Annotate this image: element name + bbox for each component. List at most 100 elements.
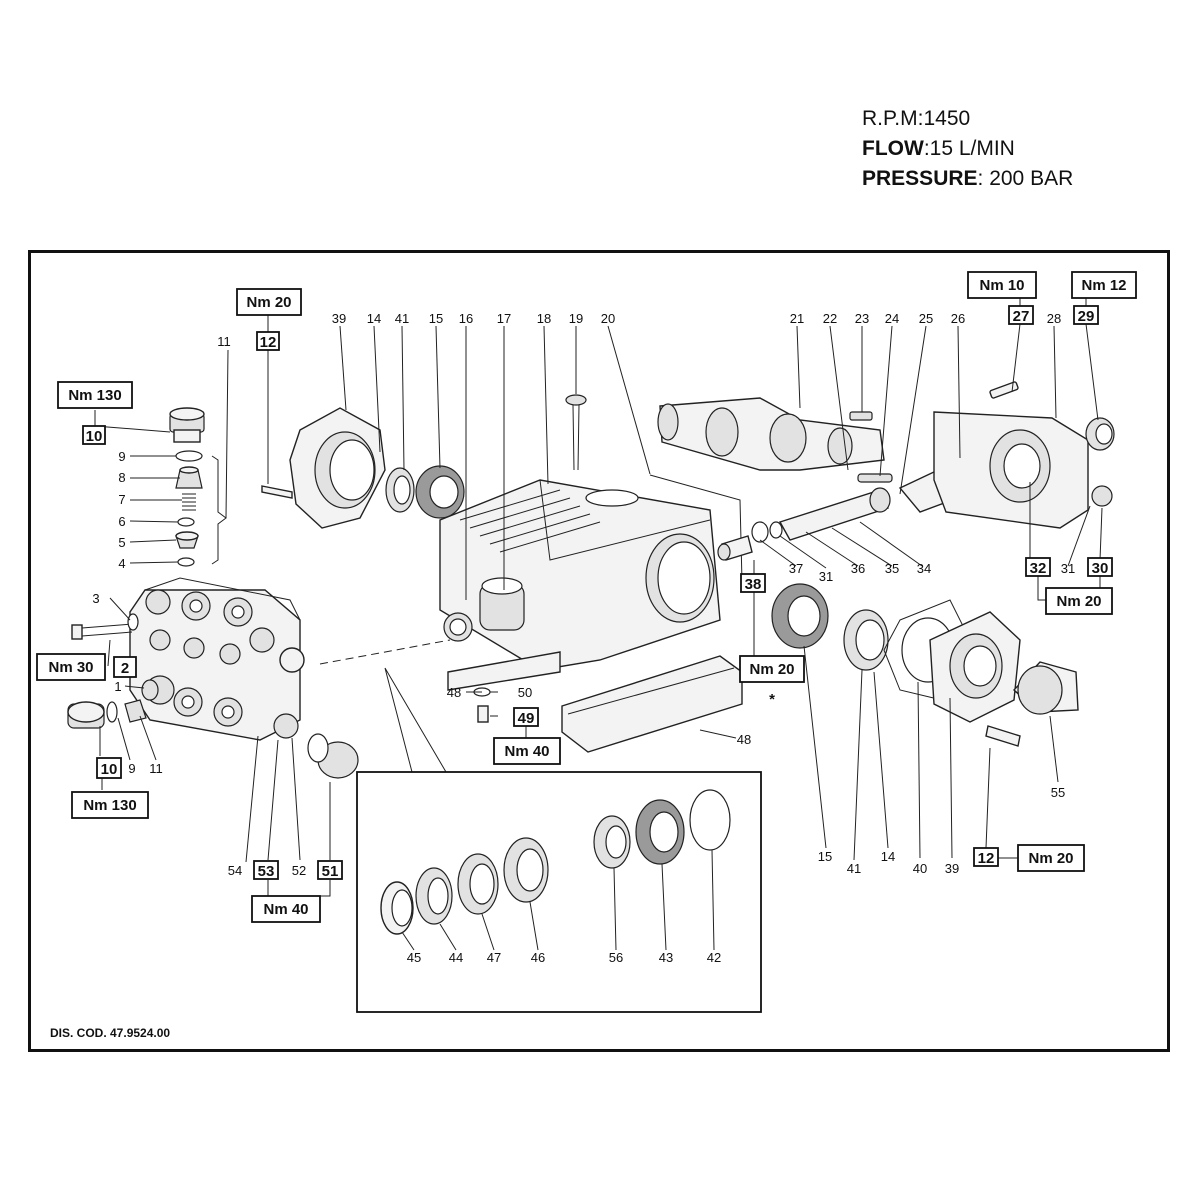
valve-stack-drawing: [169, 349, 229, 567]
part-number: 35: [885, 561, 899, 576]
part-number: 38: [745, 576, 762, 593]
torque-value: Nm 130: [83, 797, 136, 814]
part-number: 39: [945, 861, 959, 876]
torque-value: Nm 30: [48, 659, 93, 676]
part-number: 9: [118, 449, 125, 464]
part-number: 48: [737, 732, 751, 747]
part-number: 34: [917, 561, 931, 576]
torque-value: Nm 12: [1081, 277, 1126, 294]
torque-value: Nm 10: [979, 277, 1024, 294]
torque-value: Nm 40: [263, 901, 308, 918]
part-number: 15: [818, 849, 832, 864]
part-number: 46: [531, 950, 545, 965]
crankcase-drawing: [261, 394, 743, 773]
part-number-box: [740, 573, 766, 593]
part-number: 12: [978, 850, 995, 867]
manifold-head-drawing: [67, 577, 359, 779]
part-number: 41: [395, 311, 409, 326]
part-number: 21: [790, 311, 804, 326]
part-number: 12: [260, 334, 277, 351]
part-number: 5: [118, 535, 125, 550]
part-number: 19: [569, 311, 583, 326]
part-number: 40: [913, 861, 927, 876]
torque-value: Nm 20: [246, 294, 291, 311]
part-number-box: [1073, 305, 1099, 325]
part-number: 4: [118, 556, 125, 571]
torque-box: [1017, 844, 1085, 872]
part-number: 43: [659, 950, 673, 965]
part-number: 17: [497, 311, 511, 326]
part-number: 30: [1092, 560, 1109, 577]
part-number: 50: [518, 685, 532, 700]
pump-specifications: R.P.M:1450 FLOW:15 L/MIN PRESSURE: 200 B…: [862, 104, 1073, 194]
part-number: 3: [92, 591, 99, 606]
part-number: 6: [118, 514, 125, 529]
part-number: 9: [128, 761, 135, 776]
part-number-box: [96, 757, 122, 779]
torque-value: Nm 20: [1056, 593, 1101, 610]
part-number: 28: [1047, 311, 1061, 326]
right-bearing-group-drawing: [771, 583, 1079, 747]
part-number: 31: [1061, 561, 1075, 576]
part-number: 56: [609, 950, 623, 965]
part-number-box: [973, 847, 999, 867]
part-number: 48: [447, 685, 461, 700]
part-number-box: [317, 860, 343, 880]
part-number-box: [513, 707, 539, 727]
part-number: 16: [459, 311, 473, 326]
asterisk-mark: *: [769, 691, 775, 708]
part-number: 31: [819, 569, 833, 584]
torque-box: [967, 271, 1037, 299]
part-number: 18: [537, 311, 551, 326]
torque-box: [57, 381, 133, 409]
part-number-box: [82, 425, 106, 445]
torque-value: Nm 130: [68, 387, 121, 404]
part-number: 52: [292, 863, 306, 878]
part-number: 44: [449, 950, 463, 965]
part-number: 11: [149, 761, 163, 776]
part-number-box: [1008, 305, 1034, 325]
part-number: 51: [322, 863, 339, 880]
part-number: 25: [919, 311, 933, 326]
torque-box: [1071, 271, 1137, 299]
seal-kit-insert: [356, 771, 762, 1013]
part-number: 7: [118, 492, 125, 507]
part-number: 27: [1013, 308, 1030, 325]
torque-box: [236, 288, 302, 316]
torque-value: Nm 20: [1028, 850, 1073, 867]
diagram-frame: [28, 250, 1170, 1052]
torque-box: [71, 791, 149, 819]
part-number-box: [113, 656, 137, 678]
part-number: 2: [121, 660, 129, 677]
part-number: 23: [855, 311, 869, 326]
part-number: 14: [367, 311, 381, 326]
part-number: 14: [881, 849, 895, 864]
part-number: 36: [851, 561, 865, 576]
torque-box: [36, 653, 106, 681]
part-number-box: [1025, 557, 1051, 577]
part-number: 55: [1051, 785, 1065, 800]
torque-labels: Nm 130 Nm 20 Nm 30 Nm 130 Nm 40 Nm 40 Nm…: [36, 271, 1137, 923]
torque-box: [1045, 587, 1113, 615]
part-numbers: 11 9 8 7 6 5 4 3 1 9 11 54 52 39 14 41 1…: [92, 311, 1075, 965]
part-number: 45: [407, 950, 421, 965]
part-number: 41: [847, 861, 861, 876]
part-number: 54: [228, 863, 242, 878]
torque-box: [739, 655, 805, 683]
part-number-box: [253, 860, 279, 880]
part-number: 22: [823, 311, 837, 326]
part-number: 39: [332, 311, 346, 326]
part-number: 42: [707, 950, 721, 965]
part-number-box: [1087, 557, 1113, 577]
part-number: 32: [1030, 560, 1047, 577]
part-number: 20: [601, 311, 615, 326]
part-number: 29: [1078, 308, 1095, 325]
part-number: 8: [118, 470, 125, 485]
torque-box: [493, 737, 561, 765]
part-number: 1: [114, 679, 121, 694]
leader-lines: [94, 296, 1112, 951]
crankshaft-drawing: [657, 381, 1115, 561]
flow-spec: FLOW:15 L/MIN: [862, 137, 1015, 160]
part-number: 10: [86, 428, 103, 445]
part-number: 10: [101, 761, 118, 778]
